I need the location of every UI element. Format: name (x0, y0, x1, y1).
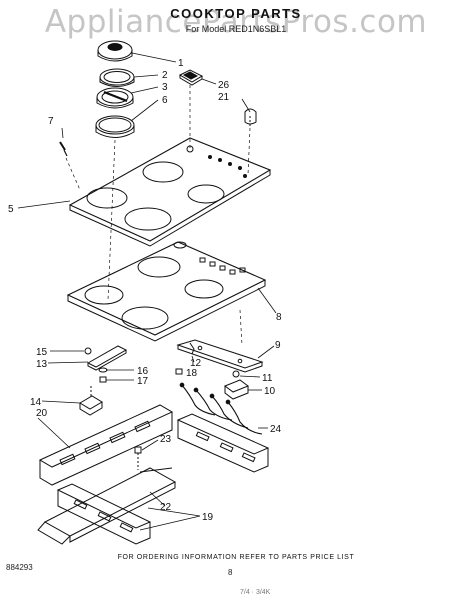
page-number: 8 (228, 568, 233, 577)
figure-number: 884293 (6, 563, 33, 572)
washer-part-16 (98, 367, 108, 373)
part-label-26: 26 (218, 80, 230, 91)
bottom-note: 7/4 · 3/4K (240, 589, 271, 596)
part-label-1: 1 (178, 58, 184, 69)
nut-part-15 (84, 347, 92, 355)
burner-assembly-1 (97, 40, 133, 62)
part-label-13: 13 (36, 359, 48, 370)
part-label-12: 12 (190, 358, 202, 369)
part-label-7: 7 (48, 116, 54, 127)
cooktop-panel-5 (68, 137, 272, 247)
part-label-16: 16 (137, 366, 149, 377)
watermark: AppliancePartsPros.com (44, 4, 428, 40)
part-label-20: 20 (36, 408, 48, 419)
part-label-14: 14 (30, 397, 42, 408)
rear-rail (176, 413, 270, 473)
part-label-24: 24 (270, 424, 282, 435)
drip-ring-2 (99, 68, 135, 87)
alignment-lines (65, 85, 251, 346)
wire-harness-24 (179, 382, 263, 435)
base-pan-22 (37, 467, 177, 545)
bracket-part-13 (86, 345, 128, 371)
part-label-6: 6 (162, 95, 168, 106)
leader-lines-bottom (17, 200, 277, 531)
switch-part-14 (79, 385, 103, 416)
burner-element-3 (96, 87, 134, 109)
part-label-8: 8 (276, 312, 282, 323)
clip-part-21 (244, 108, 257, 128)
trim-ring-6 (95, 115, 135, 138)
part-label-11: 11 (262, 373, 273, 384)
front-rail-20 (38, 404, 174, 486)
part-label-10: 10 (264, 386, 276, 397)
leader-lines-top (130, 52, 251, 122)
part-labels: 1 2 3 6 26 21 7 5 8 9 15 13 12 16 17 18 … (8, 58, 282, 523)
bracket-part-9 (176, 339, 264, 373)
diagram-title: COOKTOP PARTS (170, 6, 302, 21)
part-label-3: 3 (162, 82, 168, 93)
part-label-9: 9 (275, 340, 281, 351)
support-panel-8 (66, 241, 267, 342)
part-label-15: 15 (36, 347, 48, 358)
part-label-2: 2 (162, 70, 168, 81)
nut-part-17 (99, 376, 107, 383)
indicator-part-26 (178, 69, 204, 86)
screw-part-23 (134, 446, 142, 470)
switch-part-10 (223, 379, 250, 400)
burner-cap-side (97, 50, 133, 62)
clip-part-12 (189, 342, 195, 355)
part-label-18: 18 (186, 368, 198, 379)
ordering-footer: FOR ORDERING INFORMATION REFER TO PARTS … (117, 554, 355, 561)
part-label-22: 22 (160, 502, 172, 513)
model-subtitle: For Model RED1N6SBL1 (185, 24, 287, 34)
burner-center-1 (107, 43, 123, 51)
screw-part-7 (59, 127, 68, 157)
lower-rail-19 (56, 483, 152, 545)
part-label-23: 23 (160, 434, 172, 445)
nut-part-11 (232, 370, 240, 378)
part-label-21: 21 (218, 92, 230, 103)
screw-part-18 (175, 368, 183, 375)
part-label-5: 5 (8, 204, 14, 215)
part-label-17: 17 (137, 376, 149, 387)
part-label-19: 19 (202, 512, 214, 523)
